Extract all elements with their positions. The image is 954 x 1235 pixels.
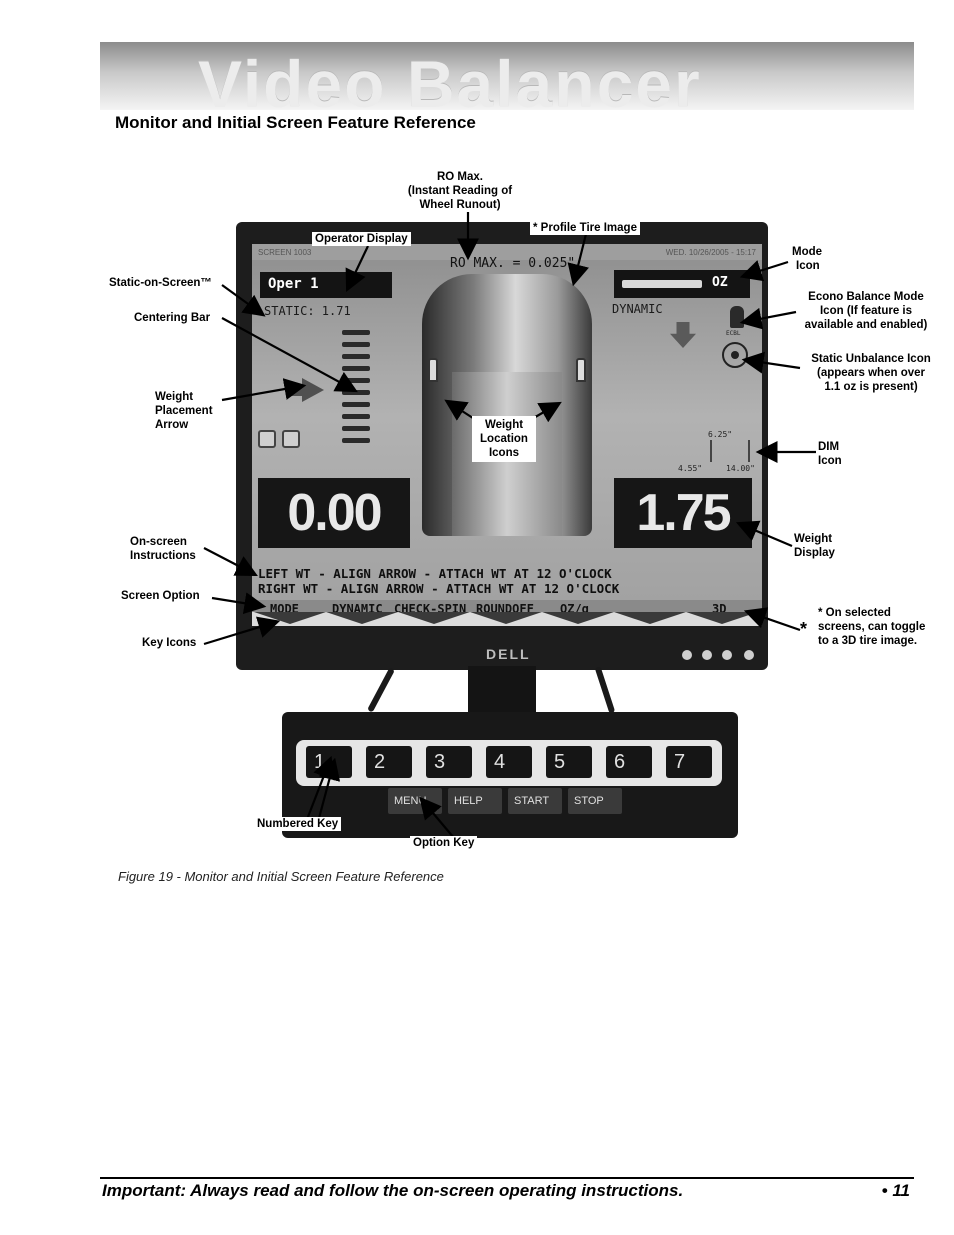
figure-caption: Figure 19 - Monitor and Initial Screen F… — [118, 869, 444, 884]
callout-weight-location-icons: Weight Location Icons — [472, 416, 536, 462]
callout-static-on-screen: Static-on-Screen™ — [109, 277, 212, 289]
key-icons-strip — [252, 612, 762, 626]
weight-location-icon-right — [576, 358, 586, 382]
page-number: • 11 — [881, 1181, 910, 1200]
weight-display-right: 1.75 — [614, 478, 752, 548]
numbered-key-4[interactable]: 4 — [486, 746, 532, 778]
callout-mode-icon: Mode Icon — [792, 246, 823, 272]
key-icon-5 — [542, 612, 614, 624]
monitor-button-1[interactable] — [682, 650, 692, 660]
operator-display: Oper 1 — [260, 272, 392, 298]
monitor-button-2[interactable] — [702, 650, 712, 660]
callout-weight-display: Weight Display — [794, 533, 835, 559]
callout-asterisk: * — [800, 619, 808, 639]
numbered-key-6[interactable]: 6 — [606, 746, 652, 778]
header-banner: Video Balancer — [100, 42, 914, 110]
dim-left: 4.55" — [678, 464, 703, 473]
footer-rule — [100, 1177, 914, 1179]
dynamic-mode-label: DYNAMIC — [612, 302, 663, 316]
econo-label: ECBL — [726, 330, 741, 337]
numbered-key-3[interactable]: 3 — [426, 746, 472, 778]
weight-location-icon-left — [428, 358, 438, 382]
instruction-line-1: LEFT WT - ALIGN ARROW - ATTACH WT AT 12 … — [258, 566, 612, 581]
callout-operator-display: Operator Display — [312, 232, 411, 246]
callout-profile-tire-image: * Profile Tire Image — [530, 221, 640, 235]
mode-unit: OZ — [712, 275, 728, 290]
numbered-key-5[interactable]: 5 — [546, 746, 592, 778]
weight-placement-arrow-icon — [302, 378, 324, 402]
callout-weight-placement-arrow: Weight Placement Arrow — [155, 391, 213, 431]
power-button-icon[interactable] — [744, 650, 754, 660]
screen-datetime: WED. 10/26/2005 - 15:17 — [665, 248, 756, 257]
callout-onscreen-instructions: On-screen Instructions — [130, 536, 196, 562]
monitor-brand-logo: DELL — [486, 646, 531, 662]
dim-right: 14.00" — [726, 464, 755, 473]
footer-note: Important: Always read and follow the on… — [102, 1181, 684, 1200]
numbered-key-7[interactable]: 7 — [666, 746, 712, 778]
callout-dim-icon: DIM Icon — [818, 441, 842, 467]
instruction-line-2: RIGHT WT - ALIGN ARROW - ATTACH WT AT 12… — [258, 581, 620, 596]
dim-top: 6.25" — [708, 430, 733, 439]
section-heading: Monitor and Initial Screen Feature Refer… — [115, 113, 476, 132]
callout-static-unbalance: Static Unbalance Icon (appears when over… — [811, 353, 931, 393]
weight-type-icons — [258, 430, 306, 453]
banner-title: Video Balancer — [198, 47, 702, 110]
callout-key-icons: Key Icons — [142, 637, 197, 649]
key-icon-2 — [326, 612, 398, 624]
callout-centering-bar: Centering Bar — [134, 312, 211, 324]
onscreen-instructions: LEFT WT - ALIGN ARROW - ATTACH WT AT 12 … — [258, 566, 619, 596]
vehicle-mode-icon — [622, 280, 702, 288]
monitor-button-3[interactable] — [722, 650, 732, 660]
key-icon-7 — [686, 612, 758, 624]
screen-header: SCREEN 1003 WED. 10/26/2005 - 15:17 — [252, 244, 762, 260]
dim-icon — [710, 440, 750, 462]
screen-id: SCREEN 1003 — [258, 248, 312, 257]
callout-econo-balance: Econo Balance Mode Icon (If feature is a… — [804, 291, 928, 331]
key-icon-6 — [614, 612, 686, 624]
numbered-key-2[interactable]: 2 — [366, 746, 412, 778]
callout-selected-screens: * On selected screens, can toggle to a 3… — [818, 607, 926, 647]
option-key-help[interactable]: HELP — [448, 788, 502, 814]
static-readout: STATIC: 1.71 — [264, 304, 351, 318]
key-icon-4 — [470, 612, 542, 624]
callout-option-key: Option Key — [410, 836, 478, 850]
option-key-start[interactable]: START — [508, 788, 562, 814]
callout-numbered-key: Numbered Key — [254, 817, 342, 831]
callout-screen-option: Screen Option — [121, 590, 200, 602]
ro-max-readout: RO MAX. = 0.025" — [450, 256, 576, 271]
weight-display-left: 0.00 — [258, 478, 410, 548]
option-key-stop[interactable]: STOP — [568, 788, 622, 814]
mode-icon: OZ — [614, 270, 750, 298]
callout-ro-max: RO Max. (Instant Reading of Wheel Runout… — [407, 171, 513, 211]
key-icon-3 — [398, 612, 470, 624]
